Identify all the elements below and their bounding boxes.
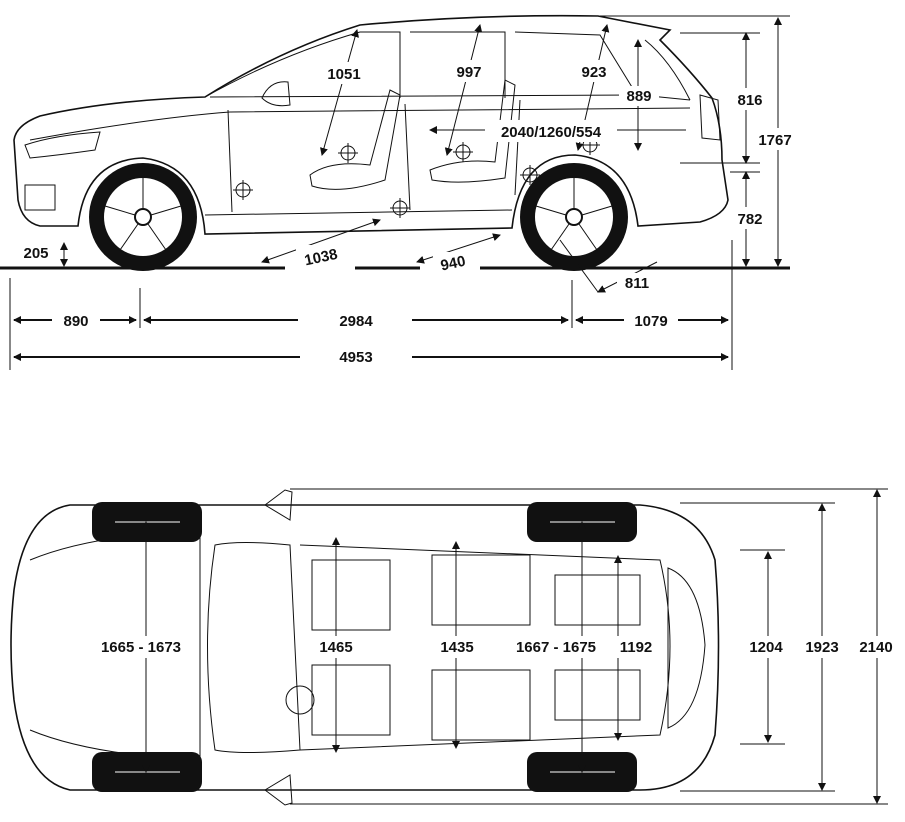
dim-1038-line — [261, 218, 381, 264]
side-window-2 — [410, 31, 506, 98]
side-rear-wheel — [520, 163, 628, 271]
side-front-seat — [309, 89, 401, 190]
label-4953: 4953 — [339, 349, 372, 366]
side-front-wheel — [89, 163, 197, 271]
top-seats — [311, 554, 641, 741]
side-view: 1051 997 923 889 816 1767 2040/1260/554 … — [0, 14, 798, 370]
top-mirror-left — [264, 489, 293, 521]
label-811: 811 — [625, 275, 649, 292]
label-889: 889 — [626, 88, 651, 105]
label-782: 782 — [737, 211, 762, 228]
label-997: 997 — [456, 64, 481, 81]
side-beltline — [29, 107, 691, 141]
label-1051: 1051 — [327, 66, 360, 83]
label-2984: 2984 — [339, 313, 373, 330]
side-fog — [24, 184, 56, 211]
top-roof — [299, 544, 671, 751]
label-2140: 2140 — [859, 639, 892, 656]
label-2040-1260-554: 2040/1260/554 — [501, 124, 602, 141]
top-rear-glass — [667, 567, 706, 729]
label-1079: 1079 — [634, 313, 667, 330]
label-1204: 1204 — [749, 639, 783, 656]
side-tail — [699, 94, 721, 141]
label-923: 923 — [581, 64, 606, 81]
top-view: 1665 - 1673 1465 1435 1667 - 1675 1192 1… — [10, 488, 902, 806]
side-windshield — [204, 31, 401, 98]
label-205: 205 — [23, 245, 48, 262]
dim-1051-line — [320, 29, 359, 156]
side-rear-window — [644, 39, 691, 101]
side-door-2 — [404, 103, 411, 211]
side-window-line — [209, 94, 691, 101]
label-1038: 1038 — [303, 246, 339, 270]
top-windshield — [207, 542, 301, 753]
label-1435: 1435 — [440, 639, 473, 656]
side-door-1 — [227, 109, 233, 213]
side-mirror — [261, 81, 291, 107]
top-steering-wheel — [285, 685, 315, 715]
label-1665-1673: 1665 - 1673 — [101, 639, 181, 656]
top-body-outline — [10, 504, 720, 791]
label-1192: 1192 — [620, 639, 653, 656]
label-1767: 1767 — [758, 132, 791, 149]
side-door-3 — [514, 99, 521, 196]
label-816: 816 — [737, 92, 762, 109]
label-940: 940 — [439, 253, 467, 275]
dim-940-line — [416, 233, 501, 264]
label-1465: 1465 — [319, 639, 352, 656]
label-1667-1675: 1667 - 1675 — [516, 639, 596, 656]
label-1923: 1923 — [805, 639, 838, 656]
dim-997-line — [444, 24, 483, 156]
side-mid-seat — [429, 79, 516, 183]
top-mirror-right — [264, 774, 293, 806]
label-890: 890 — [63, 313, 88, 330]
side-rocker — [204, 209, 513, 216]
top-hood — [29, 529, 201, 761]
side-headlight — [24, 131, 101, 159]
